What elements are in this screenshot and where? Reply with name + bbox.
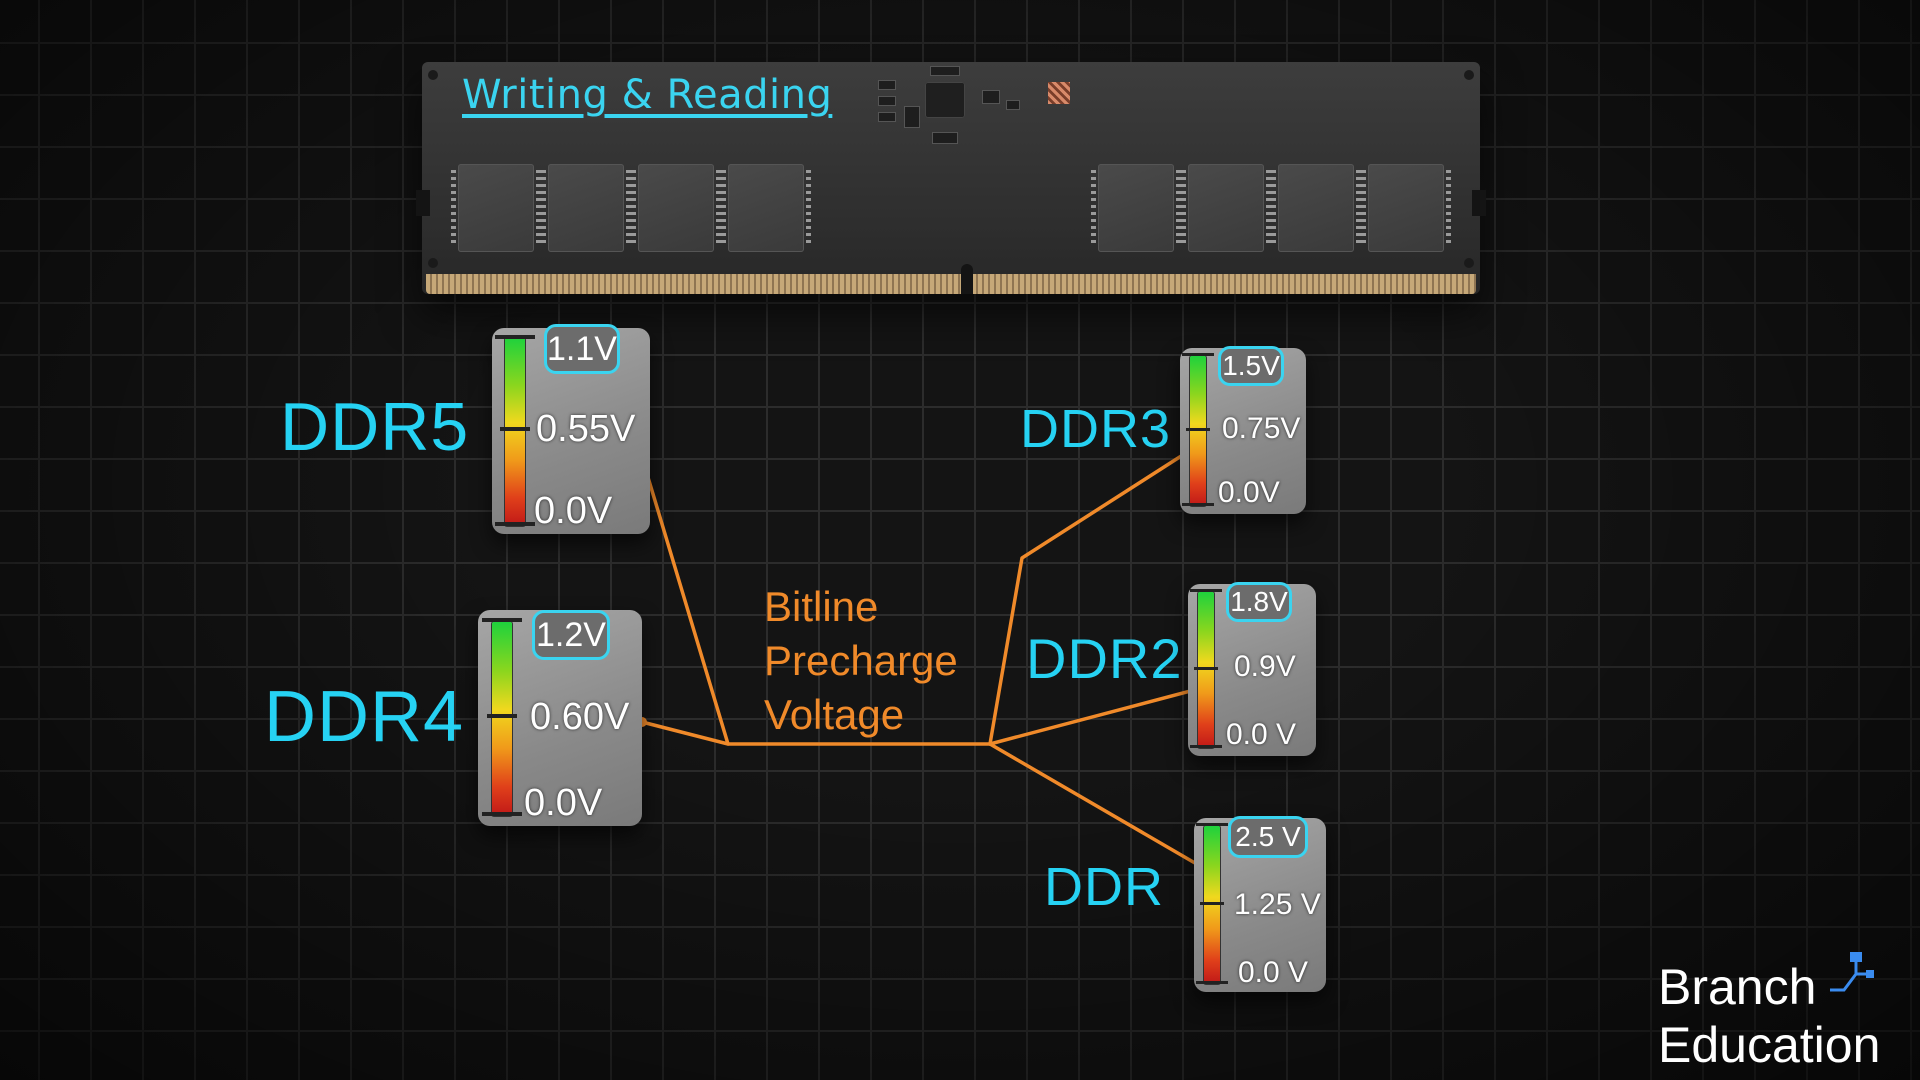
smd-component — [878, 96, 896, 106]
qr-code — [1048, 82, 1070, 104]
logo-line-1: Branch — [1658, 959, 1817, 1015]
ddr3-gauge-card: 1.5V 0.75V 0.0V — [1180, 346, 1306, 514]
wire-ddr3 — [988, 442, 1202, 746]
smd-component — [878, 80, 896, 90]
ddr4-bottom-voltage: 0.0V — [524, 782, 603, 824]
voltage-bar — [1198, 592, 1214, 748]
smd-component — [932, 132, 958, 144]
gauge-tick-bottom — [1196, 981, 1228, 984]
ddr-label: DDR — [1044, 857, 1164, 917]
ram-hole — [428, 70, 438, 80]
voltage-bar — [1204, 826, 1220, 984]
gauge-tick-top — [495, 335, 535, 339]
ddr2-label: DDR2 — [1026, 627, 1183, 690]
ram-side-notch-right — [1472, 190, 1486, 216]
ddr-bottom-voltage: 0.0 V — [1238, 956, 1309, 989]
center-label-line-2: Precharge — [764, 637, 958, 684]
gauge-tick-mid — [500, 427, 530, 431]
center-label-line-3: Voltage — [764, 691, 905, 738]
wire-ddr4 — [640, 720, 730, 746]
ddr3-top-voltage-badge: 1.5V — [1218, 346, 1284, 386]
ddr5-label: DDR5 — [280, 389, 470, 465]
ddr3-bottom-voltage: 0.0V — [1218, 476, 1280, 509]
gauge-tick-mid — [1186, 428, 1210, 431]
memory-chip — [541, 164, 631, 252]
ddr4-mid-voltage: 0.60V — [530, 696, 630, 738]
ddr-gauge-card: 2.5 V 1.25 V 0.0 V — [1194, 816, 1326, 992]
gauge-tick-bottom — [482, 812, 522, 816]
branch-logo-mark-icon — [1830, 952, 1874, 992]
ddr5-mid-voltage: 0.55V — [536, 408, 636, 450]
ddr-top-voltage-badge: 2.5 V — [1228, 816, 1308, 858]
ddr5-gauge-card: 1.1V 0.55V 0.0V — [492, 324, 650, 534]
ddr3-mid-voltage: 0.75V — [1222, 412, 1301, 445]
ram-hole — [1464, 258, 1474, 268]
module-title: Writing & Reading — [462, 72, 833, 118]
gauge-tick-bottom — [495, 522, 535, 526]
key-notch — [961, 264, 973, 294]
ddr3-label: DDR3 — [1020, 399, 1172, 459]
memory-chip — [631, 164, 721, 252]
smd-component — [878, 112, 896, 122]
ddr4-gauge-card: 1.2V 0.60V 0.0V — [478, 610, 642, 826]
logo-line-2: Education — [1658, 1017, 1881, 1073]
smd-component — [904, 106, 920, 128]
memory-chip — [721, 164, 811, 252]
pmic-chip — [925, 82, 965, 118]
ddr4-label: DDR4 — [264, 677, 465, 757]
memory-chip — [451, 164, 541, 252]
memory-chip — [1361, 164, 1451, 252]
voltage-bar — [1190, 356, 1206, 506]
ddr5-bottom-voltage: 0.0V — [534, 490, 613, 532]
gauge-tick-top — [1196, 823, 1228, 826]
memory-chip — [1091, 164, 1181, 252]
gauge-tick-mid — [1194, 667, 1218, 670]
memory-chip — [1181, 164, 1271, 252]
ddr2-mid-voltage: 0.9V — [1234, 650, 1296, 683]
gauge-tick-top — [1182, 353, 1214, 356]
gauge-tick-bottom — [1190, 745, 1222, 748]
smd-component — [930, 66, 960, 76]
ddr4-top-voltage-badge: 1.2V — [532, 610, 610, 660]
branch-education-logo: Branch Education — [1658, 958, 1880, 1074]
ram-hole — [1464, 70, 1474, 80]
center-label-line-1: Bitline — [764, 583, 879, 630]
gauge-tick-mid — [487, 714, 517, 718]
ddr2-gauge-card: 1.8V 0.9V 0.0 V — [1188, 582, 1316, 756]
smd-component — [1006, 100, 1020, 110]
ram-side-notch-left — [416, 190, 430, 216]
gauge-tick-mid — [1200, 902, 1224, 905]
smd-component — [982, 90, 1000, 104]
bitline-precharge-voltage-label: Bitline Precharge Voltage — [764, 580, 958, 742]
gold-contacts — [426, 274, 1476, 294]
gauge-tick-top — [482, 618, 522, 622]
ram-hole — [428, 258, 438, 268]
memory-chip — [1271, 164, 1361, 252]
ram-module — [416, 62, 1486, 294]
ddr-mid-voltage: 1.25 V — [1234, 888, 1321, 921]
gauge-tick-bottom — [1182, 503, 1214, 506]
voltage-bar — [492, 622, 512, 816]
ddr2-bottom-voltage: 0.0 V — [1226, 718, 1297, 751]
ddr2-top-voltage-badge: 1.8V — [1226, 582, 1292, 622]
voltage-bar — [505, 338, 525, 526]
gauge-tick-top — [1190, 589, 1222, 592]
ddr5-top-voltage-badge: 1.1V — [544, 324, 620, 374]
